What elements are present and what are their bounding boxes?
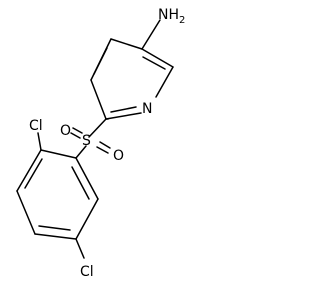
chlorine-bottom-label: Cl — [80, 264, 94, 280]
bond-c6-n — [105, 112, 142, 120]
bond-s-o-right-double — [96, 146, 109, 154]
bond-n-c2 — [155, 66, 174, 98]
amine-label: NH2 — [158, 7, 185, 26]
bond-b5-b6 — [75, 198, 99, 240]
bond-c5-c6 — [90, 79, 107, 120]
bond-b1-b2 — [40, 149, 77, 159]
bond-b4-b5-double — [38, 225, 71, 231]
chlorine-top-label: Cl — [29, 118, 43, 134]
sulfur-label: S — [82, 133, 91, 149]
bond-b3-b4 — [16, 190, 36, 235]
bond-s-o-left — [72, 127, 83, 134]
bond-c3-c4 — [110, 38, 143, 50]
benzene-ring — [16, 132, 99, 259]
bond-b2-b3-double — [24, 158, 43, 189]
pyridine-ring — [90, 19, 174, 120]
molecule-structure: NH2 N S O O Cl Cl — [16, 7, 185, 280]
bond-b2-cl — [37, 132, 42, 151]
bond-s-pyridine — [88, 118, 107, 138]
bond-b4-b5 — [34, 233, 77, 240]
bond-c2-c3-double — [142, 56, 166, 70]
bond-c3-nh2 — [141, 19, 161, 50]
bond-s-o-right — [99, 141, 111, 149]
bond-b5-cl — [75, 238, 85, 259]
bond-s-benzene — [75, 145, 87, 159]
bond-b2-b3 — [16, 149, 42, 192]
structure-canvas: NH2 N S O O Cl Cl — [16, 7, 185, 280]
oxygen-right-label: O — [113, 148, 124, 164]
bond-c2-c3 — [141, 48, 174, 68]
bond-s-o-left-double — [70, 132, 81, 139]
bond-b6-b1 — [75, 157, 99, 200]
bond-b6-b1-double — [71, 166, 90, 200]
bond-c6-n-double — [110, 106, 137, 113]
sulfonyl-group — [70, 118, 111, 159]
bond-c4-c5-double — [93, 47, 108, 75]
ring-nitrogen-label: N — [142, 101, 152, 117]
oxygen-left-label: O — [60, 123, 71, 139]
